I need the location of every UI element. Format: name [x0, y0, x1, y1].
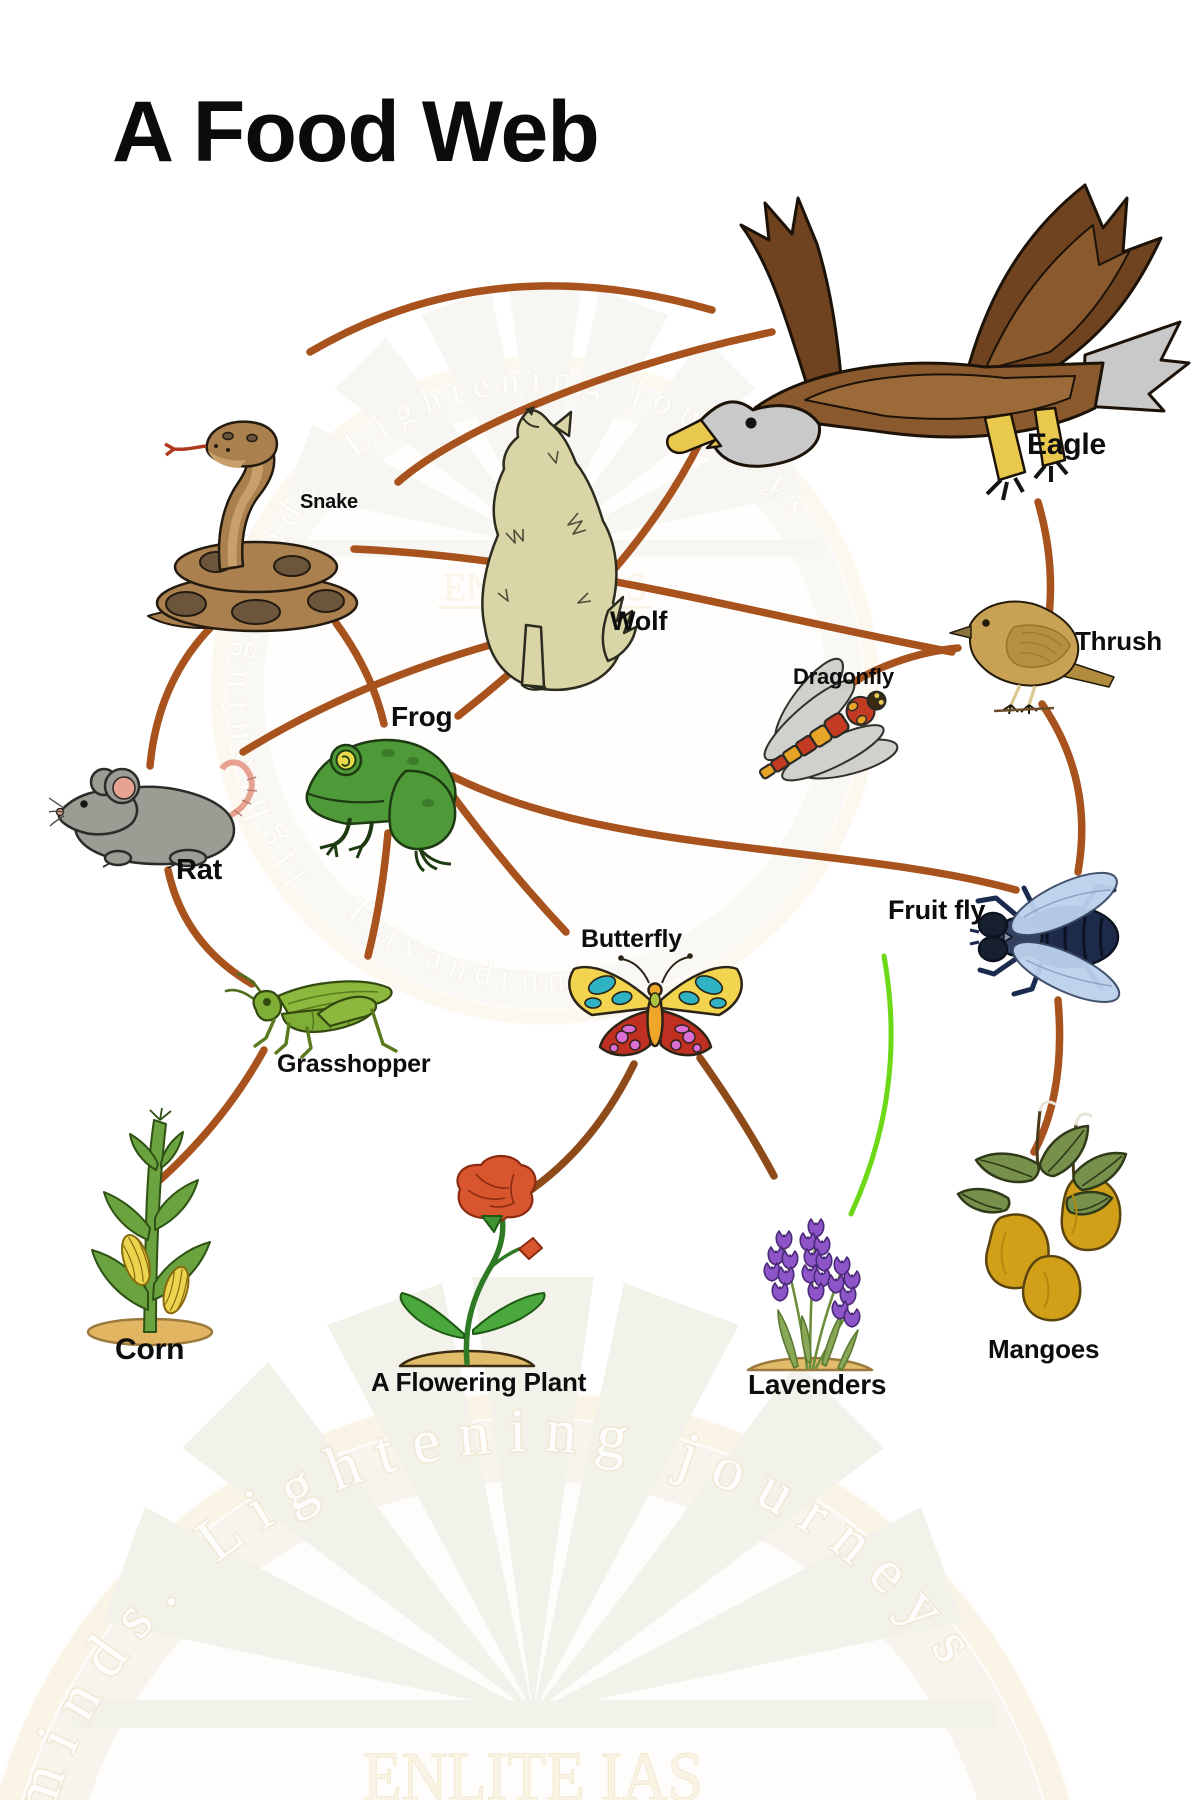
connection-wolf-eagle — [394, 328, 776, 486]
butterfly-illustration — [568, 953, 743, 1057]
label-snake: Snake — [300, 491, 358, 513]
connection-fruitfly-thrush — [1038, 700, 1086, 876]
flowering-plant-illustration — [398, 1154, 546, 1368]
label-lavenders: Lavenders — [748, 1369, 887, 1400]
connection-frog-butterfly — [446, 788, 570, 936]
label-butterfly: Butterfly — [581, 925, 682, 953]
label-eagle: Eagle — [1027, 428, 1107, 461]
label-frog: Frog — [391, 701, 453, 732]
connection-corn-grasshopper — [156, 1046, 268, 1184]
connection-fruitfly-mangoes — [1030, 996, 1064, 1156]
connection-snake-thrush — [350, 545, 956, 656]
label-flowering-plant: A Flowering Plant — [371, 1367, 587, 1397]
thrush-illustration — [949, 600, 1115, 715]
grasshopper-illustration — [224, 972, 398, 1059]
connection-snake-rat — [146, 620, 218, 770]
label-rat: Rat — [176, 854, 223, 886]
frog-illustration — [305, 738, 457, 873]
dragonfly-illustration — [758, 657, 899, 782]
connection-snake-frog — [332, 619, 388, 728]
connection-rat-wolf — [239, 636, 512, 756]
watermark-brand-text: ENLITE IAS — [363, 1739, 703, 1800]
connection-grasshopper-frog — [364, 829, 392, 960]
label-mangoes: Mangoes — [988, 1334, 1100, 1364]
label-grasshopper: Grasshopper — [277, 1050, 431, 1078]
label-thrush: Thrush — [1075, 626, 1162, 656]
label-fruit-fly: Fruit fly — [888, 895, 986, 925]
page-title: A Food Web — [112, 84, 600, 180]
label-dragonfly: Dragonfly — [793, 664, 894, 689]
snake-illustration — [147, 420, 359, 633]
wolf-illustration — [481, 406, 638, 692]
corn-illustration — [86, 1108, 214, 1347]
fruit-fly-illustration — [969, 871, 1121, 1003]
rat-illustration — [48, 759, 258, 871]
connection-snake-eagle — [306, 282, 716, 356]
eagle-illustration — [666, 183, 1191, 501]
mangoes-illustration — [956, 1100, 1128, 1322]
lavenders-illustration — [746, 1218, 874, 1372]
connection-lavenders-fruitfly — [848, 953, 894, 1217]
connection-butterfly-flower — [518, 1060, 638, 1200]
label-corn: Corn — [115, 1333, 185, 1366]
connection-frog-fruitfly — [448, 772, 1020, 894]
connection-butterfly-lavenders — [696, 1054, 778, 1180]
label-wolf: Wolf — [610, 606, 668, 636]
